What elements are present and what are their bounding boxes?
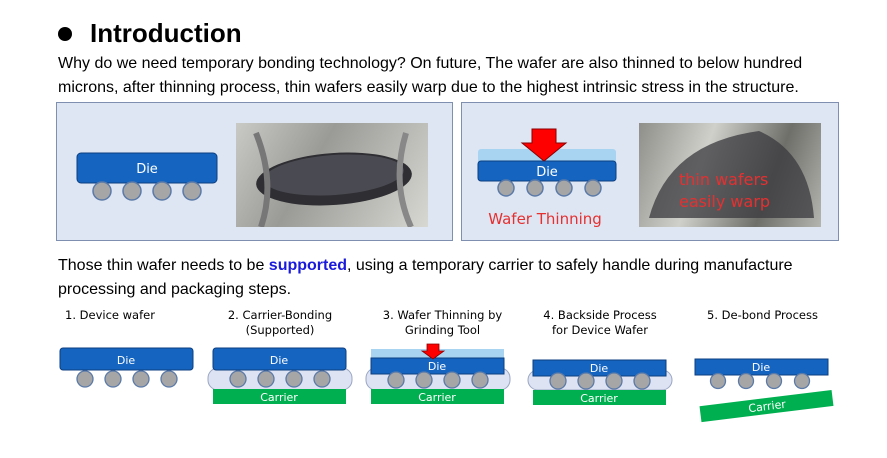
warped-wafer-photo: thin wafers easily warp xyxy=(639,123,821,227)
carrier-label: Carrier xyxy=(580,392,618,405)
down-arrow-icon xyxy=(520,128,568,162)
bump xyxy=(122,181,142,201)
device-wafer-diagram: Die xyxy=(76,152,218,201)
overlay-text: thin wafers xyxy=(679,170,768,189)
bump xyxy=(313,370,331,388)
die-label: Die xyxy=(428,360,447,373)
die-label: Die xyxy=(536,165,558,180)
die-block xyxy=(532,359,667,377)
wafer-thinning-panel: Die Wafer Thinning thin wafers easily wa… xyxy=(461,102,839,241)
bump-row xyxy=(497,179,602,197)
wafer-photo xyxy=(236,123,428,229)
step-label: 4. Backside Process for Device Wafer xyxy=(543,308,657,337)
carrier-block xyxy=(699,390,834,423)
bump xyxy=(132,370,150,388)
bump xyxy=(257,370,275,388)
down-arrow-icon xyxy=(420,343,446,360)
bump xyxy=(584,179,602,197)
die-label: Die xyxy=(590,362,609,375)
die-block xyxy=(694,358,829,376)
intro-paragraph: Why do we need temporary bonding technol… xyxy=(58,55,803,96)
bump xyxy=(471,371,489,389)
bump xyxy=(160,370,178,388)
bump xyxy=(737,372,755,390)
wafer-thinning-caption: Wafer Thinning xyxy=(488,210,602,228)
bump xyxy=(443,371,461,389)
bump xyxy=(793,372,811,390)
die-block xyxy=(477,160,617,182)
bump xyxy=(92,181,112,201)
step-3-diagram: Die Carrier xyxy=(365,343,511,404)
carrier-label: Carrier xyxy=(748,398,787,416)
bump xyxy=(76,370,94,388)
die-label: Die xyxy=(270,354,289,367)
die-block xyxy=(76,152,218,184)
step-label: 5. De-bond Process xyxy=(707,308,818,322)
bump-row xyxy=(92,181,202,201)
step-1-diagram: Die xyxy=(59,347,194,388)
bump xyxy=(415,371,433,389)
bump xyxy=(709,372,727,390)
bump xyxy=(152,181,172,201)
step-label: 2. Carrier-Bonding (Supported) xyxy=(227,308,333,337)
supported-text-before: Those thin wafer needs to be xyxy=(58,257,269,274)
carrier-label: Carrier xyxy=(418,391,456,404)
supported-text-after: , using a temporary carrier to safely ha… xyxy=(58,257,793,298)
step-4-diagram: Die Carrier xyxy=(527,359,673,405)
die-block xyxy=(370,357,505,375)
step-label: 3. Wafer Thinning by Grinding Tool xyxy=(382,308,503,337)
step-label: 1. Device wafer xyxy=(65,308,155,322)
bump xyxy=(182,181,202,201)
wafer-thinning-diagram: Die Wafer Thinning xyxy=(477,128,617,228)
bump xyxy=(526,179,544,197)
wafer-photo-art xyxy=(253,131,414,229)
die-label: Die xyxy=(117,354,136,367)
bump xyxy=(577,372,595,390)
step-5-diagram: Die Carrier xyxy=(694,358,834,423)
device-wafer-panel: Die xyxy=(56,102,453,241)
step-2-diagram: Die Carrier xyxy=(207,347,353,404)
carrier-label: Carrier xyxy=(260,391,298,404)
section-heading: Introduction xyxy=(58,18,242,49)
carrier-block xyxy=(533,390,666,405)
die-label: Die xyxy=(136,162,158,177)
supported-highlight: supported xyxy=(268,257,348,274)
supported-paragraph: Those thin wafer needs to be supported, … xyxy=(58,254,858,302)
overlay-text: easily warp xyxy=(679,192,770,211)
bump xyxy=(633,372,651,390)
warped-wafer-art: thin wafers easily warp xyxy=(649,131,814,218)
bump xyxy=(549,372,567,390)
carrier-block xyxy=(371,389,504,404)
bump xyxy=(497,179,515,197)
carrier-block xyxy=(213,389,346,404)
bullet-icon xyxy=(58,26,72,41)
bump xyxy=(229,370,247,388)
bump xyxy=(387,371,405,389)
die-label: Die xyxy=(752,361,771,374)
bump xyxy=(285,370,303,388)
process-steps: 1. Device wafer 2. Carrier-Bonding (Supp… xyxy=(0,306,887,446)
die-block xyxy=(212,347,347,371)
bump xyxy=(765,372,783,390)
heading-text: Introduction xyxy=(90,18,242,48)
bump xyxy=(605,372,623,390)
process-diagram: Die Die Carrier Die xyxy=(59,343,834,423)
bump xyxy=(104,370,122,388)
die-block xyxy=(59,347,194,371)
bump xyxy=(555,179,573,197)
